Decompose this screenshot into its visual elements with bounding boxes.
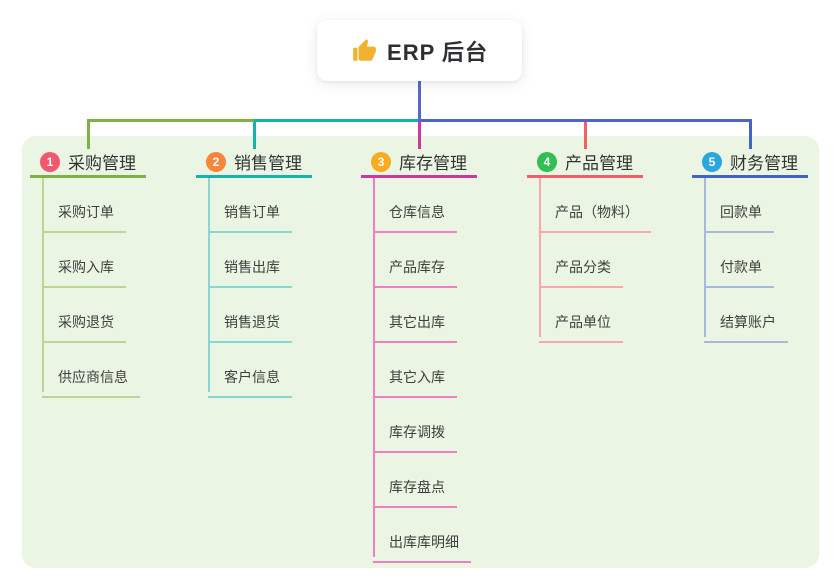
- root-node-erp[interactable]: ERP 后台: [317, 20, 522, 81]
- child-node[interactable]: 结算账户: [704, 312, 788, 343]
- branch-drop-line-1: [86, 119, 90, 149]
- child-node[interactable]: 产品分类: [539, 257, 623, 288]
- branch-number-badge: 3: [371, 151, 391, 172]
- child-node[interactable]: 销售订单: [208, 202, 292, 233]
- branch-number-badge: 4: [537, 151, 557, 172]
- branch-column-4: 4 产品管理 产品（物料） 产品分类产品单位: [527, 148, 651, 343]
- child-node[interactable]: 采购入库: [42, 257, 126, 288]
- child-node[interactable]: 出库库明细: [373, 532, 471, 563]
- branch-label: 库存管理: [399, 154, 467, 173]
- branch-children: 回款单付款单结算账户: [692, 178, 808, 343]
- child-node[interactable]: 仓库信息: [373, 202, 457, 233]
- branch-node[interactable]: 4 产品管理: [527, 148, 643, 178]
- mindmap-canvas-panel: [22, 136, 819, 568]
- child-connector-vline: [704, 178, 706, 337]
- child-node[interactable]: 其它入库: [373, 367, 457, 398]
- branch-node[interactable]: 5 财务管理: [692, 148, 808, 178]
- branch-children: 采购订单采购入库采购退货供应商信息: [30, 178, 146, 398]
- branch-column-3: 3 库存管理 仓库信息产品库存其它出库其它入库库存调拨库存盘点出库库明细: [361, 148, 477, 563]
- child-node[interactable]: 产品单位: [539, 312, 623, 343]
- child-node[interactable]: 客户信息: [208, 367, 292, 398]
- branch-node[interactable]: 3 库存管理: [361, 148, 477, 178]
- branch-node[interactable]: 1 采购管理: [30, 148, 146, 178]
- child-node[interactable]: 其它出库: [373, 312, 457, 343]
- child-node[interactable]: 产品库存: [373, 257, 457, 288]
- branch-node[interactable]: 2 销售管理: [196, 148, 312, 178]
- branch-column-5: 5 财务管理 回款单付款单结算账户: [692, 148, 808, 343]
- thumbs-up-icon: [353, 38, 376, 61]
- child-node[interactable]: 库存调拨: [373, 422, 457, 453]
- child-node[interactable]: 采购退货: [42, 312, 126, 343]
- branch-children: 产品（物料） 产品分类产品单位: [527, 178, 651, 343]
- trunk-segment-green: [88, 119, 256, 122]
- branch-number-badge: 1: [40, 151, 60, 172]
- branch-label: 产品管理: [565, 154, 633, 173]
- trunk-segment-blue: [419, 119, 752, 122]
- child-node[interactable]: 供应商信息: [42, 367, 140, 398]
- branch-column-1: 1 采购管理 采购订单采购入库采购退货供应商信息: [30, 148, 146, 398]
- branch-children: 仓库信息产品库存其它出库其它入库库存调拨库存盘点出库库明细: [361, 178, 477, 563]
- branch-children: 销售订单销售出库销售退货客户信息: [196, 178, 312, 398]
- child-node[interactable]: 销售退货: [208, 312, 292, 343]
- branch-drop-line-4: [583, 119, 587, 149]
- child-connector-vline: [539, 178, 541, 337]
- child-connector-vline: [373, 178, 375, 557]
- child-node[interactable]: 库存盘点: [373, 477, 457, 508]
- branch-label: 销售管理: [234, 154, 302, 173]
- child-node[interactable]: 付款单: [704, 257, 774, 288]
- branch-label: 财务管理: [730, 154, 798, 173]
- branch-number-badge: 5: [702, 151, 722, 172]
- branch-drop-line-5: [748, 119, 752, 149]
- branch-number-badge: 2: [206, 151, 226, 172]
- root-drop-line: [417, 81, 421, 122]
- child-node[interactable]: 销售出库: [208, 257, 292, 288]
- child-node[interactable]: 产品（物料）: [539, 202, 651, 233]
- branch-drop-line-3: [417, 119, 421, 149]
- trunk-segment-teal: [254, 119, 421, 122]
- child-node[interactable]: 回款单: [704, 202, 774, 233]
- child-node[interactable]: 采购订单: [42, 202, 126, 233]
- root-node-title: ERP 后台: [387, 39, 488, 65]
- branch-drop-line-2: [252, 119, 256, 149]
- branch-column-2: 2 销售管理 销售订单销售出库销售退货客户信息: [196, 148, 312, 398]
- branch-label: 采购管理: [68, 154, 136, 173]
- child-connector-vline: [208, 178, 210, 392]
- child-connector-vline: [42, 178, 44, 392]
